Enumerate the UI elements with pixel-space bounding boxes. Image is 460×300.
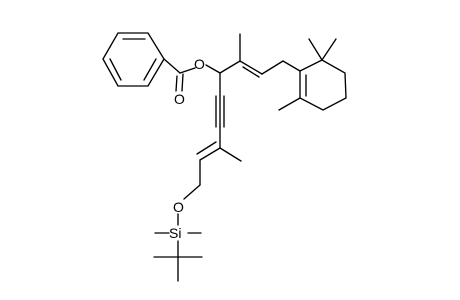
upper-alkene-bond	[239, 60, 263, 75]
lower-alkene-bond	[199, 147, 221, 161]
gem-dimethyl-right-bond	[321, 38, 337, 61]
benzene-inner-double-bond-3	[109, 58, 122, 81]
upper-alkene-double-bond	[242, 66, 260, 78]
methylene-ether-bond	[183, 184, 201, 200]
benzene-inner-double-bond-2	[143, 58, 157, 81]
aryl-carbonyl-bond	[163, 58, 181, 74]
gem-dimethyl-left-bond	[308, 38, 323, 61]
carbonyl-double-bond-a	[175, 75, 178, 92]
lower-alkene-double-bond	[196, 141, 217, 155]
ester-oxygen-label: O	[194, 56, 205, 72]
allylic-bond	[261, 60, 284, 75]
skeletal-bonds	[102, 32, 347, 282]
cyclohexene-ring	[299, 59, 347, 111]
atom-labels: O O O Si	[169, 56, 205, 241]
carbonyl-double-bond-b	[181, 73, 184, 92]
ester-oxygen-carbinol-bond	[205, 64, 221, 74]
silicon-label: Si	[169, 225, 181, 241]
ether-oxygen-label: O	[173, 199, 184, 215]
carbonyl-ester-oxygen-bond	[179, 67, 196, 74]
lower-methyl-bond	[219, 147, 242, 162]
carbonyl-oxygen-label: O	[174, 91, 185, 107]
ring-link-bond	[282, 60, 301, 72]
benzene-ring	[102, 32, 165, 87]
ring-methyl-bond	[278, 97, 301, 111]
carbinol-alkene-bond	[219, 60, 241, 74]
